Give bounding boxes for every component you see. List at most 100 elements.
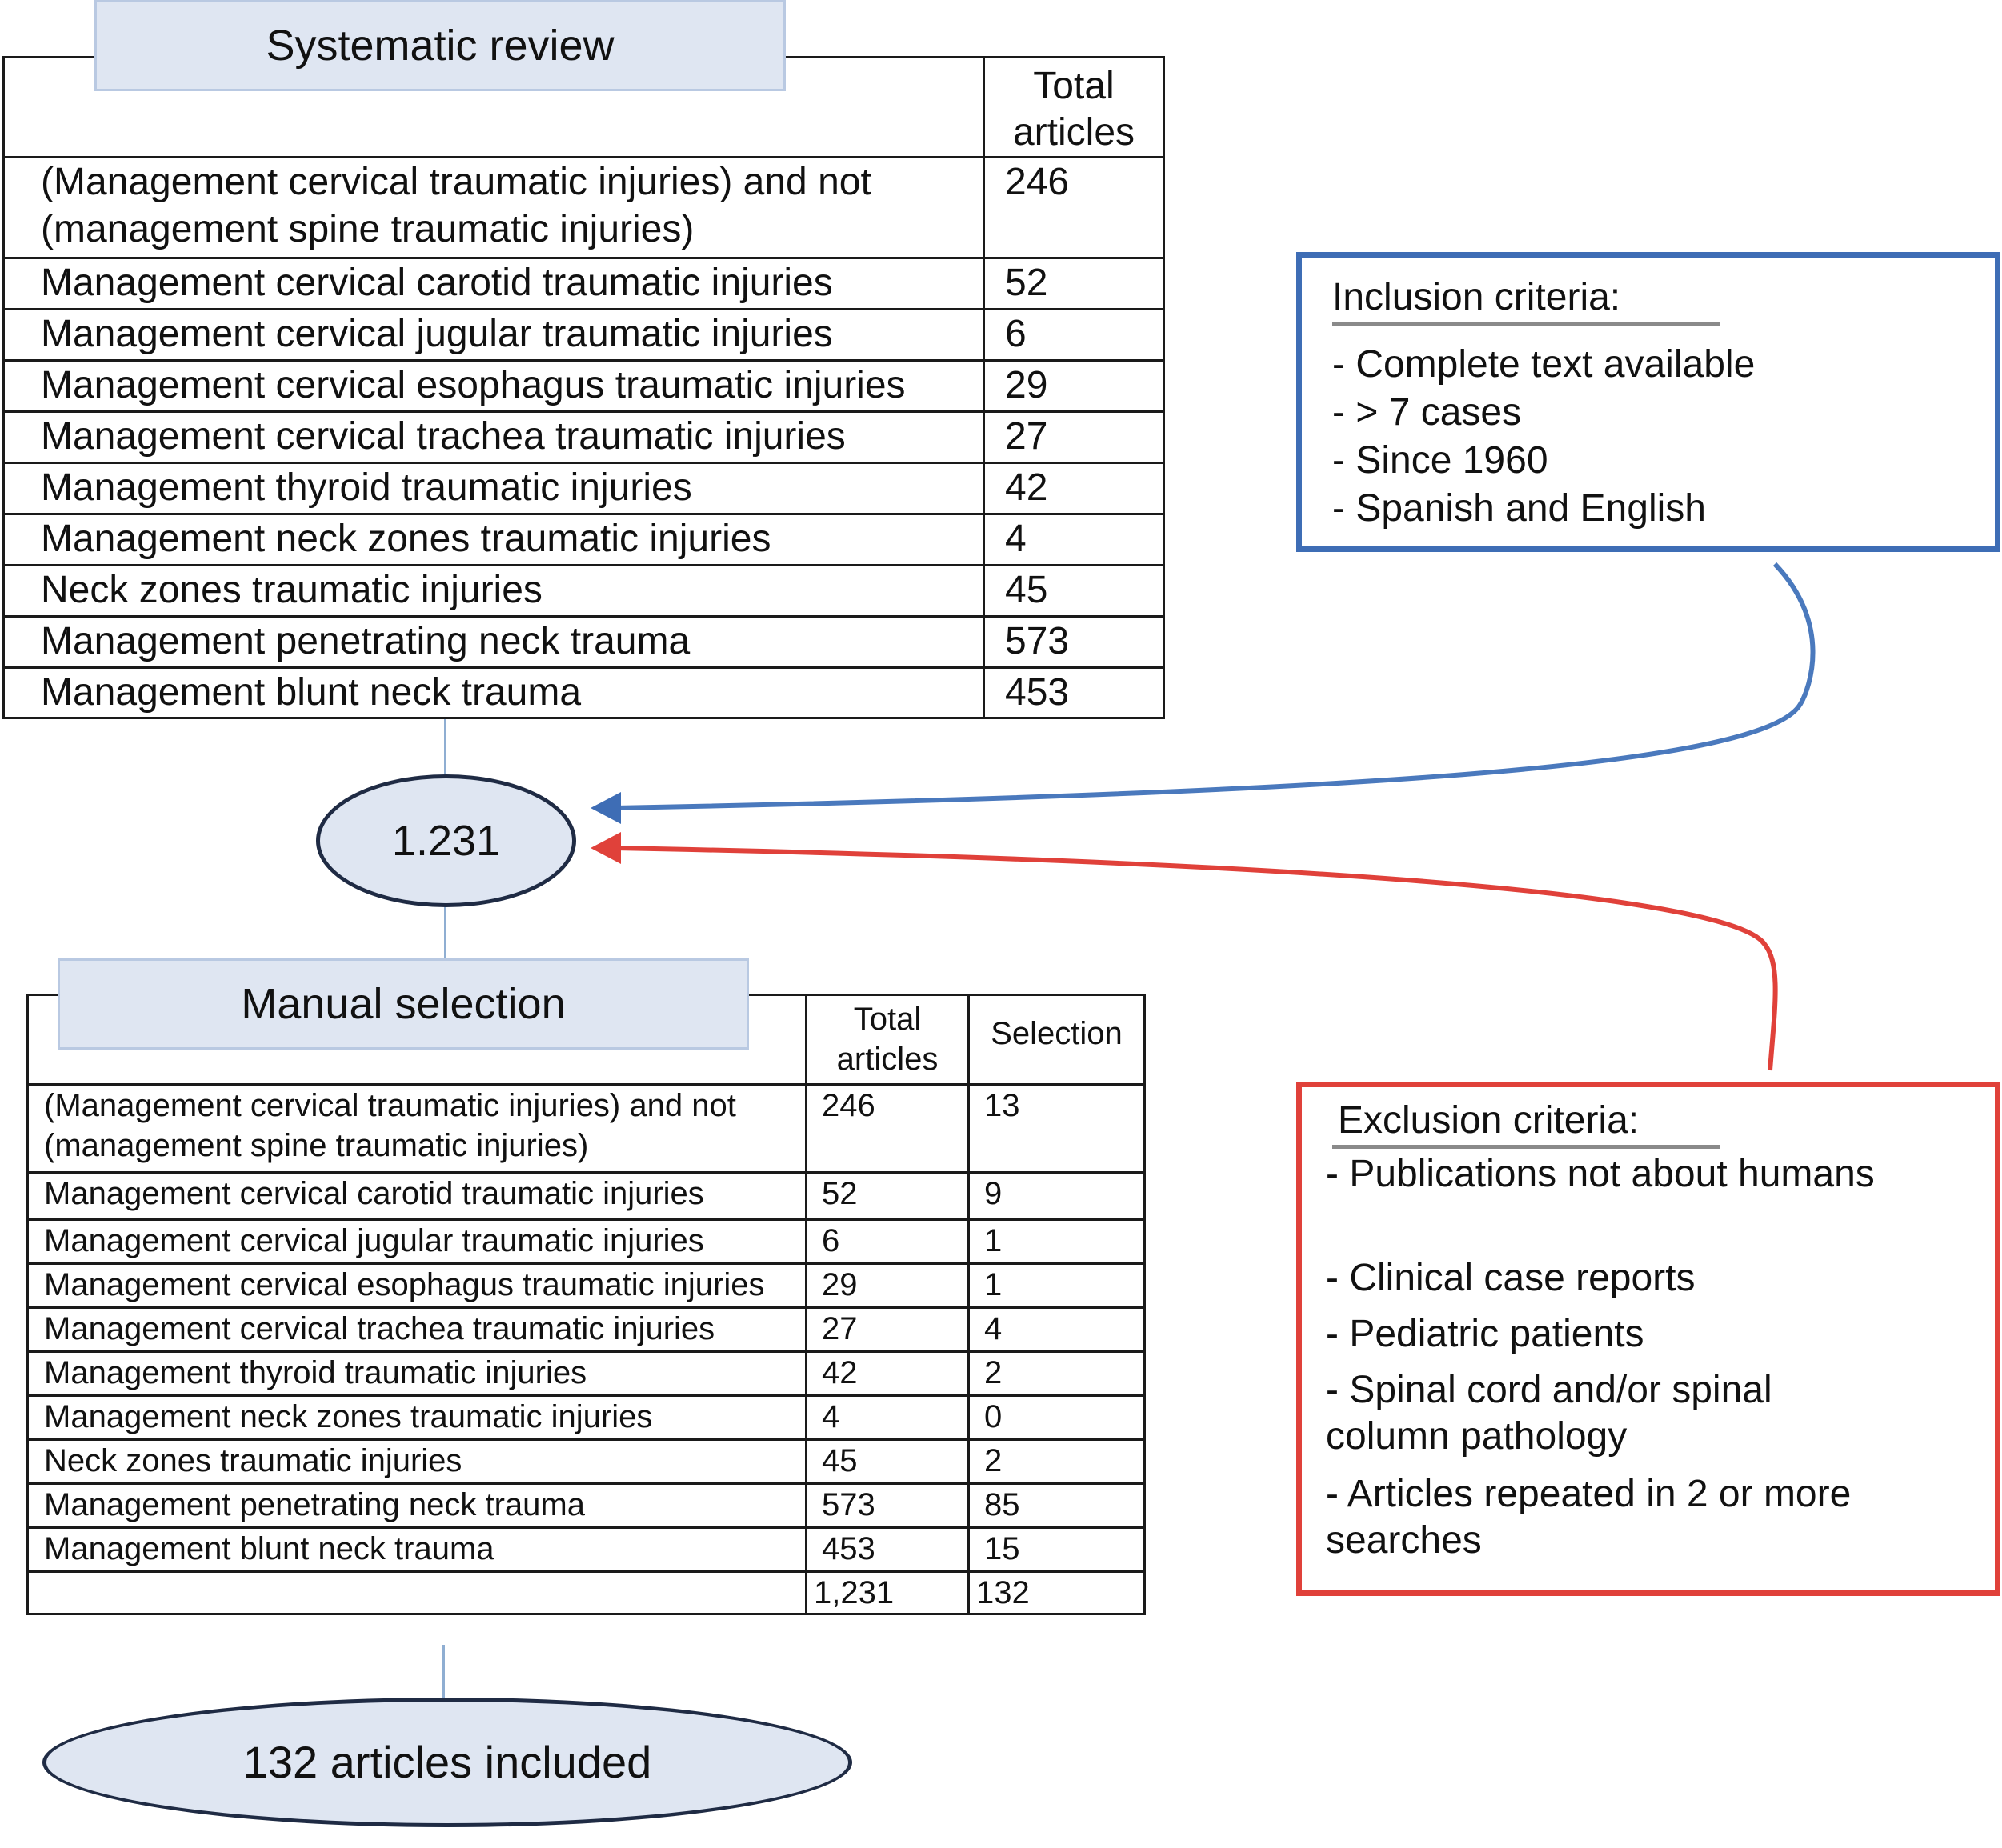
ms-row-total: 573 <box>805 1482 970 1529</box>
sr-row-label: Management cervical esophagus traumatic … <box>2 359 985 413</box>
inclusion-criterion: - Since 1960 <box>1332 439 1548 482</box>
ms-row-label: Management cervical jugular traumatic in… <box>26 1218 807 1265</box>
ms-totals-label <box>26 1570 807 1615</box>
exclusion-criteria-title: Exclusion criteria: <box>1338 1099 1640 1142</box>
ms-header-total-line1: Total <box>853 1002 922 1037</box>
ms-row-label-line: Management cervical trachea traumatic in… <box>44 1311 715 1346</box>
ms-row-label: Management cervical esophagus traumatic … <box>26 1262 807 1309</box>
ms-row-label: Management cervical trachea traumatic in… <box>26 1306 807 1353</box>
sr-row-total: 52 <box>983 257 1165 310</box>
sr-header-total-line1: Total <box>1033 65 1115 107</box>
sr-row-label: Management penetrating neck trauma <box>2 615 985 669</box>
ms-row-label-line: Management penetrating neck trauma <box>44 1487 585 1522</box>
sr-row-label-line: Management cervical trachea traumatic in… <box>41 415 846 458</box>
sr-row-label-line: Neck zones traumatic injuries <box>41 569 543 611</box>
systematic-review-title: Systematic review <box>94 0 786 91</box>
table-row: Management neck zones traumatic injuries… <box>2 513 1165 566</box>
ms-row-label-line: (Management cervical traumatic injuries)… <box>44 1088 736 1123</box>
inclusion-criteria-box: Inclusion criteria: - Complete text avai… <box>1296 252 2000 552</box>
ms-totals-total: 1,231 <box>805 1570 970 1615</box>
sr-row-total: 246 <box>983 156 1165 259</box>
ms-row-label-line: Management thyroid traumatic injuries <box>44 1355 587 1390</box>
ms-row-total: 4 <box>805 1394 970 1441</box>
ms-row-label-line: Management cervical jugular traumatic in… <box>44 1223 704 1258</box>
table-row: (Management cervical traumatic injuries)… <box>2 156 1165 259</box>
table-row: Management cervical jugular traumatic in… <box>2 308 1165 362</box>
inclusion-criterion: - Complete text available <box>1332 343 1756 386</box>
exclusion-criterion: - Publications not about humans <box>1326 1153 1875 1195</box>
ms-row-label: Management cervical carotid traumatic in… <box>26 1171 807 1221</box>
sr-row-label-line: Management thyroid traumatic injuries <box>41 466 692 509</box>
inclusion-arrowhead <box>591 792 621 824</box>
sr-header-total-line2: articles <box>1012 111 1135 154</box>
ms-row-label-line: Management blunt neck trauma <box>44 1531 494 1566</box>
inclusion-criterion: - Spanish and English <box>1332 487 1706 530</box>
exclusion-criterion: - Clinical case reports <box>1326 1257 1696 1299</box>
exclusion-arrow-line <box>614 846 1778 1071</box>
sr-row-label: Management thyroid traumatic injuries <box>2 462 985 515</box>
sr-row-label-line: Management cervical esophagus traumatic … <box>41 364 906 406</box>
ms-row-total: 52 <box>805 1171 970 1221</box>
ms-header-total-line2: articles <box>836 1042 939 1077</box>
sr-row-label: Management cervical jugular traumatic in… <box>2 308 985 362</box>
final-included-node: 132 articles included <box>42 1698 852 1827</box>
systematic-review-table: Total articles (Management cervical trau… <box>2 56 1165 719</box>
ms-row-label-line: Neck zones traumatic injuries <box>44 1443 462 1478</box>
ms-totals-selection: 132 <box>967 1570 1146 1615</box>
sr-row-total: 27 <box>983 410 1165 464</box>
exclusion-title-underline <box>1332 1145 1720 1149</box>
sr-row-total: 453 <box>983 666 1165 719</box>
sr-row-label-line: Management cervical carotid traumatic in… <box>41 262 833 304</box>
ms-row-label: Management blunt neck trauma <box>26 1526 807 1573</box>
sr-row-total: 4 <box>983 513 1165 566</box>
sr-row-label: Management cervical trachea traumatic in… <box>2 410 985 464</box>
exclusion-criteria-box: Exclusion criteria: - Publications not a… <box>1296 1082 2000 1596</box>
sr-row-total: 6 <box>983 308 1165 362</box>
ms-row-label: Neck zones traumatic injuries <box>26 1438 807 1485</box>
sr-row-total: 573 <box>983 615 1165 669</box>
inclusion-arrow-line <box>614 562 1816 810</box>
sr-row-label: Management blunt neck trauma <box>2 666 985 719</box>
inclusion-criteria-title: Inclusion criteria: <box>1332 276 1621 318</box>
ms-row-label: Management neck zones traumatic injuries <box>26 1394 807 1441</box>
inclusion-title-underline <box>1332 322 1720 326</box>
ms-row-selection: 4 <box>967 1306 1146 1353</box>
table-row: Management cervical trachea traumatic in… <box>2 410 1165 464</box>
ms-row-label-line: Management cervical esophagus traumatic … <box>44 1267 765 1302</box>
table-row: Management cervical jugular traumatic in… <box>26 1218 1146 1265</box>
sr-row-label: Management neck zones traumatic injuries <box>2 513 985 566</box>
ms-row-label-line: Management neck zones traumatic injuries <box>44 1399 653 1434</box>
exclusion-arrowhead <box>591 832 621 864</box>
sr-row-total: 29 <box>983 359 1165 413</box>
table-row: Management cervical carotid traumatic in… <box>26 1171 1146 1221</box>
ms-row-selection: 2 <box>967 1438 1146 1485</box>
ms-row-label: (Management cervical traumatic injuries)… <box>26 1083 807 1174</box>
ms-row-selection: 2 <box>967 1350 1146 1397</box>
connector-sr-to-count <box>444 718 446 775</box>
table-row: Management cervical carotid traumatic in… <box>2 257 1165 310</box>
ms-row-selection: 15 <box>967 1526 1146 1573</box>
exclusion-criterion: - Articles repeated in 2 or more searche… <box>1326 1473 1852 1562</box>
ms-row-selection: 1 <box>967 1262 1146 1309</box>
ms-row-selection: 0 <box>967 1394 1146 1441</box>
connector-count-to-ms <box>444 906 446 960</box>
ms-row-total: 42 <box>805 1350 970 1397</box>
sr-row-label-line: Management cervical jugular traumatic in… <box>41 313 833 355</box>
connector-ms-to-final <box>442 1645 445 1698</box>
ms-row-total: 29 <box>805 1262 970 1309</box>
exclusion-criterion: - Pediatric patients <box>1326 1313 1644 1355</box>
exclusion-criterion: - Spinal cord and/or spinal column patho… <box>1326 1369 1772 1458</box>
manual-selection-table: Total articles Selection (Management cer… <box>26 994 1146 1615</box>
sr-row-label-line: Management blunt neck trauma <box>41 671 582 714</box>
table-row: (Management cervical traumatic injuries)… <box>26 1083 1146 1174</box>
sr-row-label-line: Management neck zones traumatic injuries <box>41 518 771 560</box>
ms-row-selection: 9 <box>967 1171 1146 1221</box>
inclusion-criterion: - > 7 cases <box>1332 391 1522 434</box>
table-row: Management cervical esophagus traumatic … <box>2 359 1165 413</box>
